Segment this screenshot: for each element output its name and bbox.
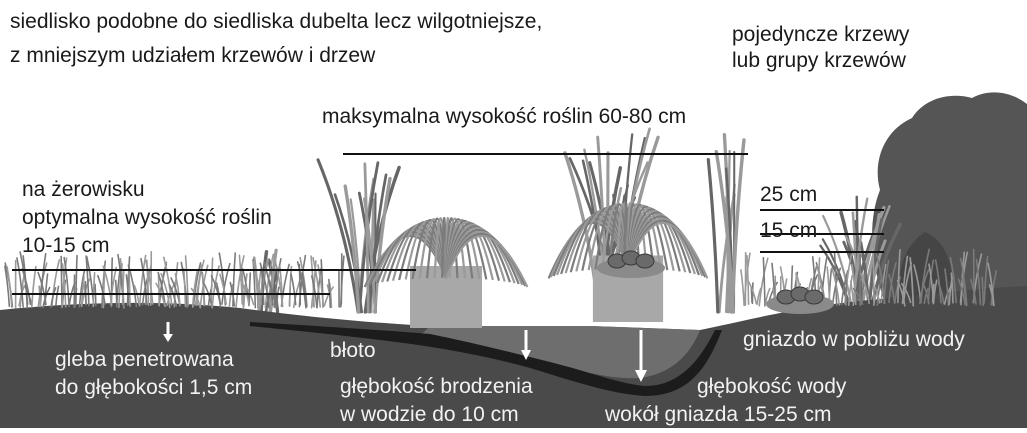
feeding-ground-line-2: optymalna wysokość roślin bbox=[22, 204, 272, 232]
habitat-description-line-2: z mniejszym udziałem krzewów i drzew bbox=[10, 43, 542, 69]
water-depth-line-2: wokół gniazda 15-25 cm bbox=[605, 401, 846, 429]
height-25-text: 25 cm bbox=[760, 182, 817, 208]
max-height-text: maksymalna wysokość roślin 60-80 cm bbox=[322, 104, 686, 130]
nest-near-water-label: gniazdo w pobliżu wody bbox=[743, 327, 965, 353]
nest-near-water-text: gniazdo w pobliżu wody bbox=[743, 327, 965, 353]
max-height-label: maksymalna wysokość roślin 60-80 cm bbox=[322, 104, 686, 130]
habitat-description: siedlisko podobne do siedliska dubelta l… bbox=[10, 9, 542, 69]
mud-text: błoto bbox=[330, 338, 376, 364]
shrubs-label-line-2: lub grupy krzewów bbox=[732, 48, 909, 74]
habitat-description-line-1: siedlisko podobne do siedliska dubelta l… bbox=[10, 9, 542, 35]
mud-label: błoto bbox=[330, 338, 376, 364]
feeding-ground-line-3: 10-15 cm bbox=[22, 232, 272, 260]
soil-depth-line-2: do głębokości 1,5 cm bbox=[55, 374, 252, 402]
height-15-text: 15 cm bbox=[760, 218, 817, 244]
soil-depth-line-1: gleba penetrowana bbox=[55, 346, 252, 374]
height-15-label: 15 cm bbox=[760, 218, 817, 244]
shrubs-label-line-1: pojedyncze krzewy bbox=[732, 22, 909, 48]
wading-depth-line-1: głębokość brodzenia bbox=[340, 373, 533, 401]
feeding-ground-label: na żerowisku optymalna wysokość roślin 1… bbox=[22, 176, 272, 260]
wading-depth-label: głębokość brodzenia w wodzie do 10 cm bbox=[340, 373, 533, 429]
soil-depth-label: gleba penetrowana do głębokości 1,5 cm bbox=[55, 346, 252, 402]
shrubs-label: pojedyncze krzewy lub grupy krzewów bbox=[732, 22, 909, 74]
height-25-label: 25 cm bbox=[760, 182, 817, 208]
water-depth-label: głębokość wody wokół gniazda 15-25 cm bbox=[605, 373, 846, 429]
wading-depth-line-2: w wodzie do 10 cm bbox=[340, 401, 533, 429]
water-depth-line-1: głębokość wody bbox=[605, 373, 846, 401]
shrub-group bbox=[872, 92, 1027, 300]
feeding-ground-line-1: na żerowisku bbox=[22, 176, 272, 204]
